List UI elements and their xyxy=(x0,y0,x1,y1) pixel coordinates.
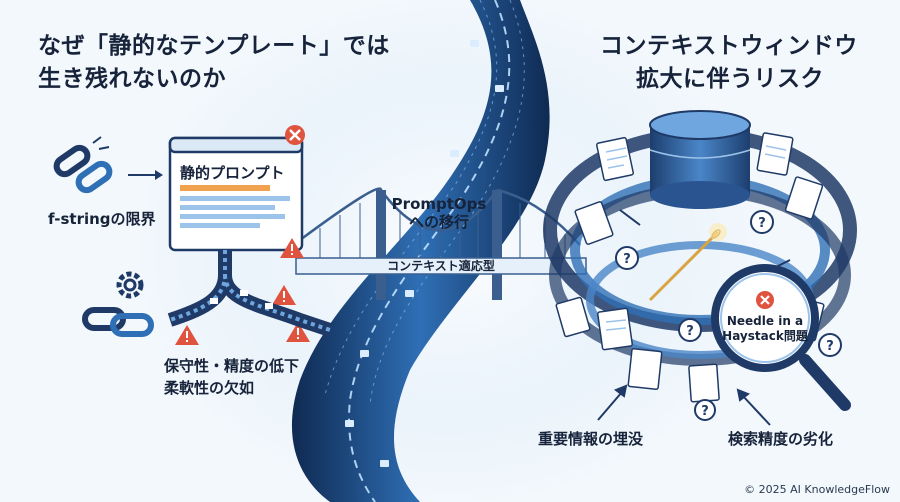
label-search: 検索精度の劣化 xyxy=(728,430,834,448)
suspension-bridge xyxy=(295,187,587,300)
window-title: 静的プロンプト xyxy=(180,164,285,182)
bridge-label-line1: PromptOps xyxy=(391,195,487,213)
svg-text:?: ? xyxy=(623,252,631,267)
label-buried: 重要情報の埋没 xyxy=(538,430,644,448)
svg-text:?: ? xyxy=(758,216,766,231)
issue-line2: 柔軟性の欠如 xyxy=(164,379,255,397)
warning-icon xyxy=(175,325,199,345)
broken-chain-icon xyxy=(53,136,113,194)
warning-icon xyxy=(280,238,304,258)
database-icon xyxy=(649,110,751,209)
needle-icon xyxy=(648,223,727,302)
arrow-icon xyxy=(128,170,163,180)
question-icon: ? ? ? ? ? xyxy=(615,210,842,421)
road-sign-label: コンテキスト適応型 xyxy=(387,259,495,273)
error-close-icon xyxy=(756,291,774,309)
central-road xyxy=(291,0,550,502)
fstring-label: f-stringの限界 xyxy=(48,210,156,228)
copyright: © 2025 AI KnowledgeFlow xyxy=(744,483,890,496)
error-close-icon xyxy=(285,125,305,145)
issue-line1: 保守性・精度の低下 xyxy=(164,357,300,375)
bridge-deck-sign xyxy=(295,257,587,275)
arrow-icon xyxy=(597,209,791,426)
magnifier-line1: Needle in a xyxy=(726,314,804,328)
static-prompt-window xyxy=(168,136,304,252)
svg-text:?: ? xyxy=(701,404,709,419)
warning-icon xyxy=(286,322,310,342)
svg-text:?: ? xyxy=(826,339,834,354)
right-heading-line1: コンテキストウィンドウ xyxy=(600,33,858,59)
gear-icon xyxy=(116,271,144,299)
left-heading-line2: 生き残れないのか xyxy=(38,66,226,92)
svg-text:?: ? xyxy=(686,324,694,339)
left-heading-line1: なぜ「静的なテンプレート」では xyxy=(38,33,390,59)
split-pipe xyxy=(167,250,333,337)
warning-icon xyxy=(272,285,296,305)
magnifier-icon xyxy=(711,264,851,411)
chain-icon xyxy=(82,307,154,337)
bridge-label-line2: への移行 xyxy=(408,213,469,231)
right-heading-line2: 拡大に伴うリスク xyxy=(636,66,824,92)
magnifier-line2: Haystack問題 xyxy=(722,329,808,343)
